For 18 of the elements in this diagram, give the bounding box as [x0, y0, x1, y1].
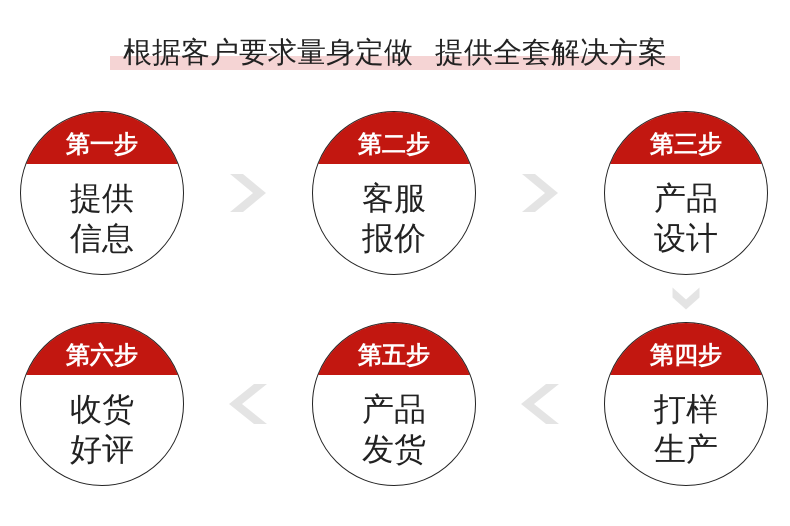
step-text: 客服报价: [361, 178, 427, 258]
step-label: 第六步: [66, 341, 138, 369]
step-label: 第五步: [358, 341, 430, 369]
chevron-arrow: [522, 174, 558, 212]
highlighted-title: 根据客户要求量身定做 提供全套解决方案: [110, 35, 680, 70]
step-label: 第四步: [650, 341, 722, 369]
step-text: 产品设计: [653, 178, 719, 258]
chevron-arrow: [230, 174, 266, 212]
step-text: 产品发货: [361, 389, 427, 469]
step-label: 第二步: [358, 130, 430, 158]
step-label: 第三步: [650, 130, 722, 158]
step-label: 第一步: [66, 130, 138, 158]
step-text: 提供信息: [69, 178, 135, 258]
step-text: 打样生产: [653, 389, 719, 469]
chevron-arrow: [229, 384, 267, 424]
chevron-arrow: [672, 288, 700, 310]
step-text: 收货好评: [69, 389, 135, 469]
chevron-arrow: [521, 384, 559, 424]
